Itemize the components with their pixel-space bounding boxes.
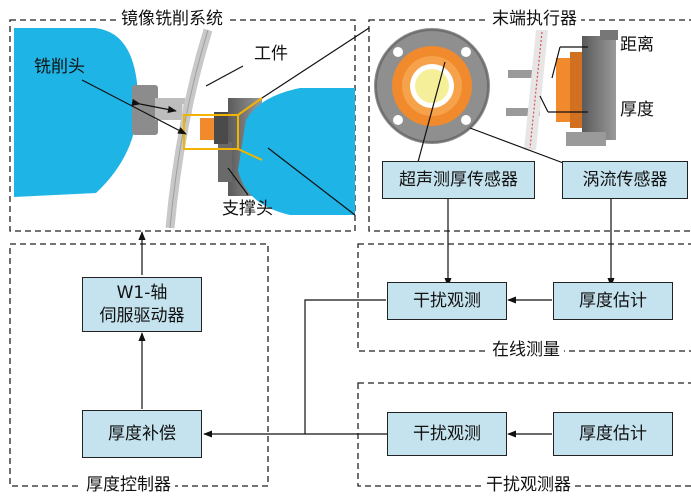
milling-head-label: 铣削头 [34,57,85,77]
distance-label: 距离 [620,35,654,55]
side-view-workpiece [524,30,548,150]
servo-driver-box: W1-轴 伺服驱动器 [82,277,202,332]
milling-spindle [132,85,158,135]
right-robot-arm [238,88,355,215]
thickness-estimate-box-1: 厚度估计 [553,282,673,320]
disturbance-observe-box-1: 干扰观测 [387,282,507,320]
end-effector-title: 末端执行器 [488,11,581,28]
online-measure-frame [357,243,691,352]
eddy-sensor-box: 涡流传感器 [562,161,688,199]
thickness-controller-title: 厚度控制器 [82,477,175,494]
ultrasonic-sensor-box: 超声测厚传感器 [382,161,535,199]
left-robot-arm [14,28,139,197]
thickness-estimate-box-2: 厚度估计 [553,412,673,456]
ultrasonic-probe [415,69,449,103]
support-head-label: 支撑头 [222,199,273,219]
support-head-orange [200,118,218,140]
end-effector-illustration [374,28,618,150]
online-measure-title: 在线测量 [488,342,564,359]
side-view-sensor-body [582,36,616,140]
thickness-label: 厚度 [620,100,654,120]
thickness-compensation-box: 厚度补偿 [82,410,202,458]
mirror-milling-illustration [14,28,355,229]
servo-driver-line1: W1-轴 [116,283,168,304]
gap-double-arrow [131,98,177,113]
arrow-observe-to-compensation [304,299,386,434]
disturbance-observe-box-2: 干扰观测 [387,412,507,456]
disturbance-observer-title: 干扰观测器 [482,477,575,494]
mirror-system-title: 镜像铣削系统 [117,11,227,28]
workpiece-label: 工件 [254,44,288,64]
servo-driver-line2: 伺服驱动器 [99,305,185,326]
